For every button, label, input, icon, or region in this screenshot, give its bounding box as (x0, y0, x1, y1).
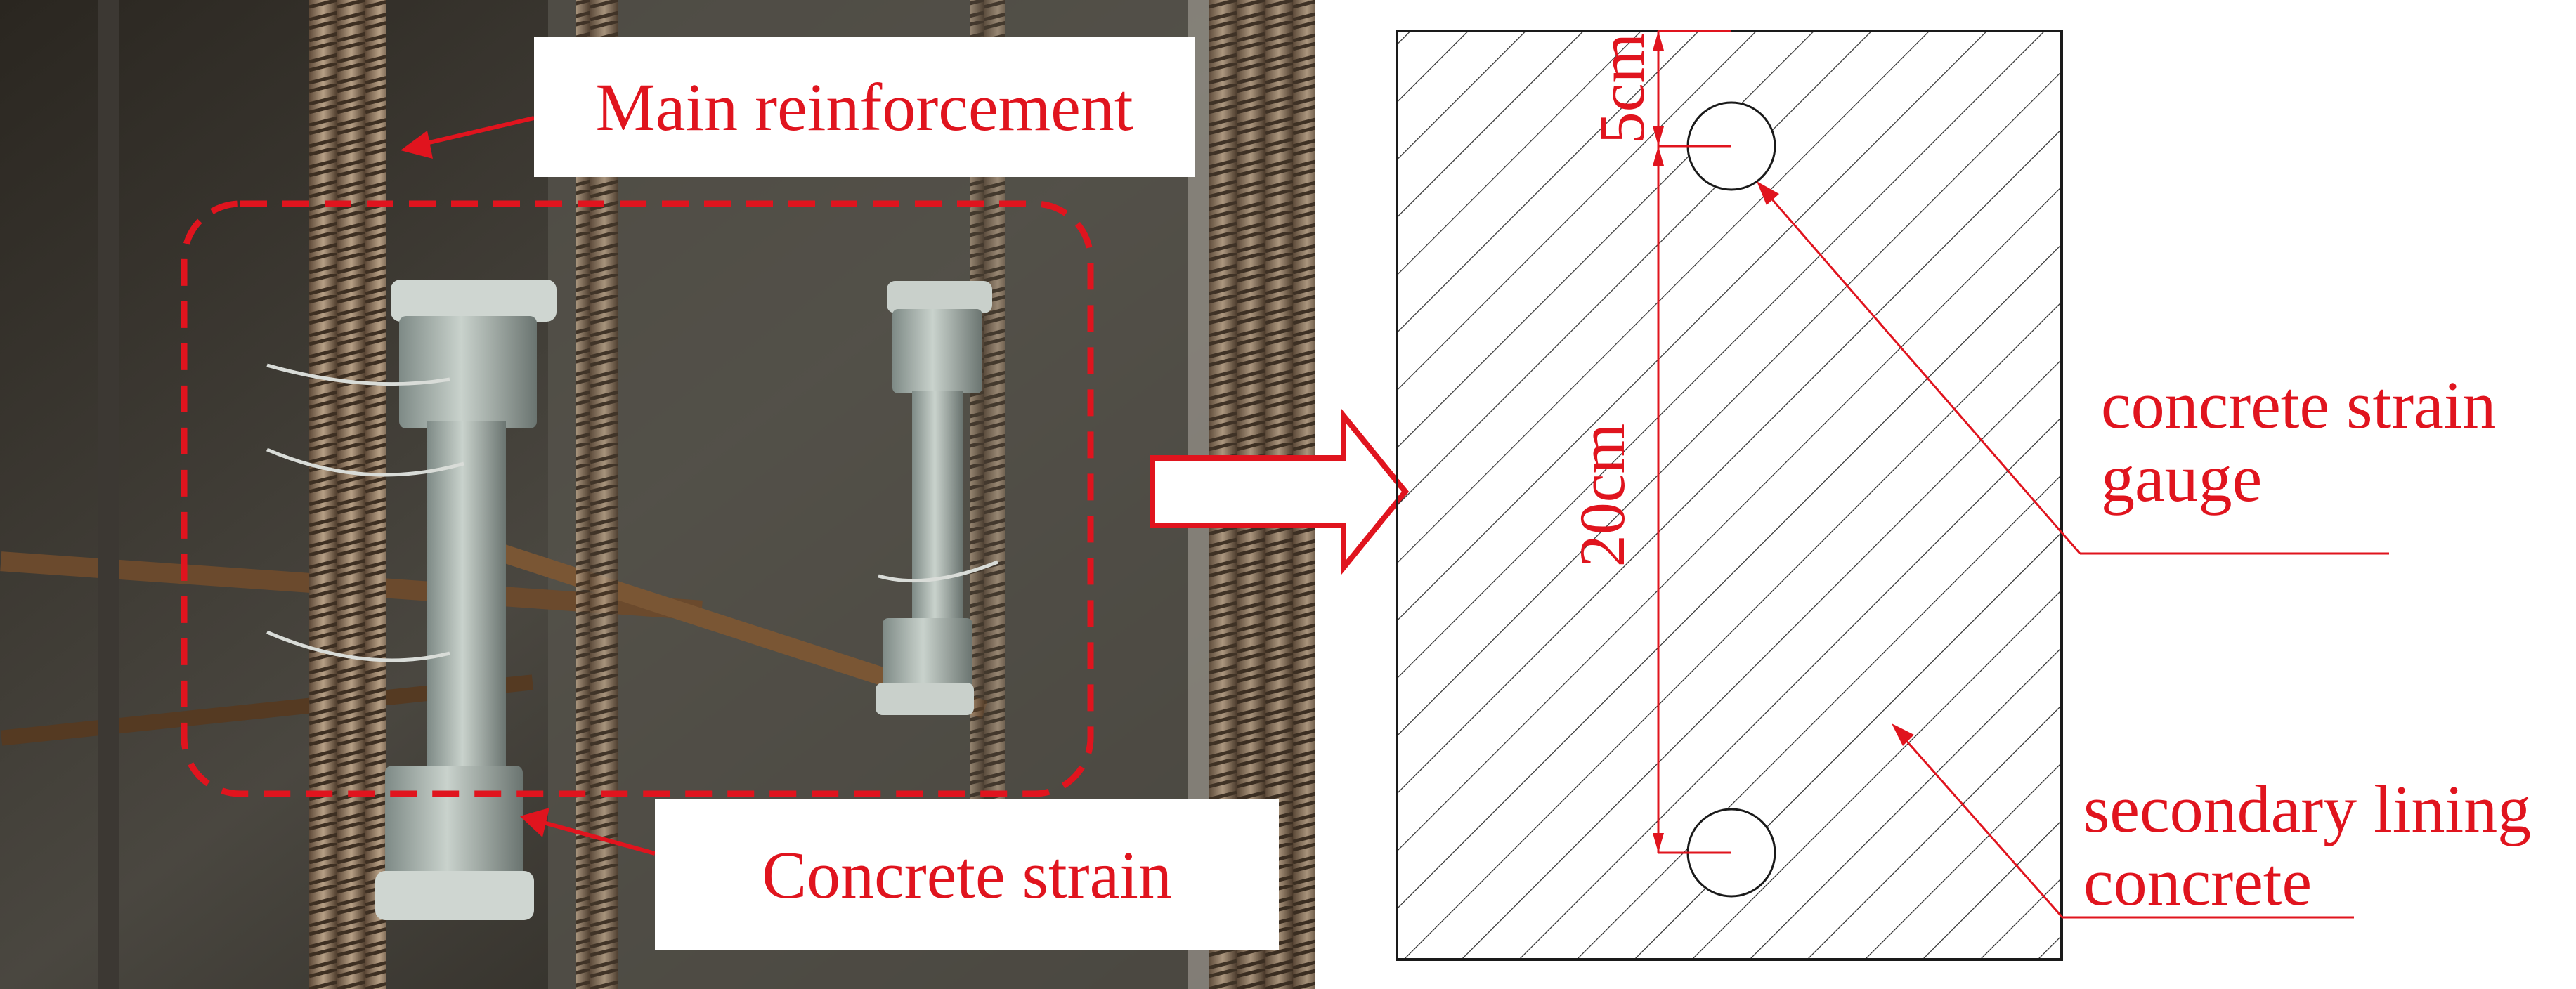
label-lining-line1: secondary lining (2083, 771, 2532, 846)
strain-gauge-rear (876, 281, 992, 715)
dimension-20cm: 20cm (1566, 424, 1638, 567)
dimension-arrowheads (1653, 31, 1664, 853)
rebar (98, 0, 119, 989)
arrowhead (401, 131, 433, 159)
dimension-5cm: 5cm (1586, 33, 1658, 144)
gauge-circle-bottom (1686, 808, 1776, 898)
callout-concrete-strain: Concrete strain (655, 799, 1279, 950)
arrow-concrete-strain (540, 820, 656, 856)
label-secondary-lining-concrete: secondary lining concrete (2083, 773, 2531, 919)
highlight-box (181, 200, 1094, 797)
timber-bar (0, 674, 534, 746)
label-concrete-strain-gauge: concrete strain gauge (2101, 369, 2496, 515)
leader-arrowhead (1757, 181, 1779, 205)
label-gauge-line1: concrete strain (2101, 367, 2497, 443)
leader-gauge (1762, 189, 2081, 554)
section-border (1396, 30, 2063, 961)
tie-wire (266, 363, 998, 662)
dimension-lines (1657, 30, 1731, 854)
label-lining-line2: concrete (2083, 844, 2312, 919)
leader-lining (1897, 731, 2064, 918)
arrowhead (520, 808, 549, 837)
main-reinforcement-bar (309, 0, 386, 989)
site-photo: Main reinforcement Concrete strain (0, 0, 1315, 989)
leader-arrowhead (1892, 723, 1914, 746)
arrow-main-reinforcement (419, 116, 535, 147)
gauge-circle-top (1686, 101, 1776, 191)
hatched-section (1397, 31, 2062, 959)
strain-gauge-front (375, 280, 557, 920)
label-gauge-line2: gauge (2101, 440, 2263, 516)
callout-main-reinforcement: Main reinforcement (534, 37, 1195, 177)
